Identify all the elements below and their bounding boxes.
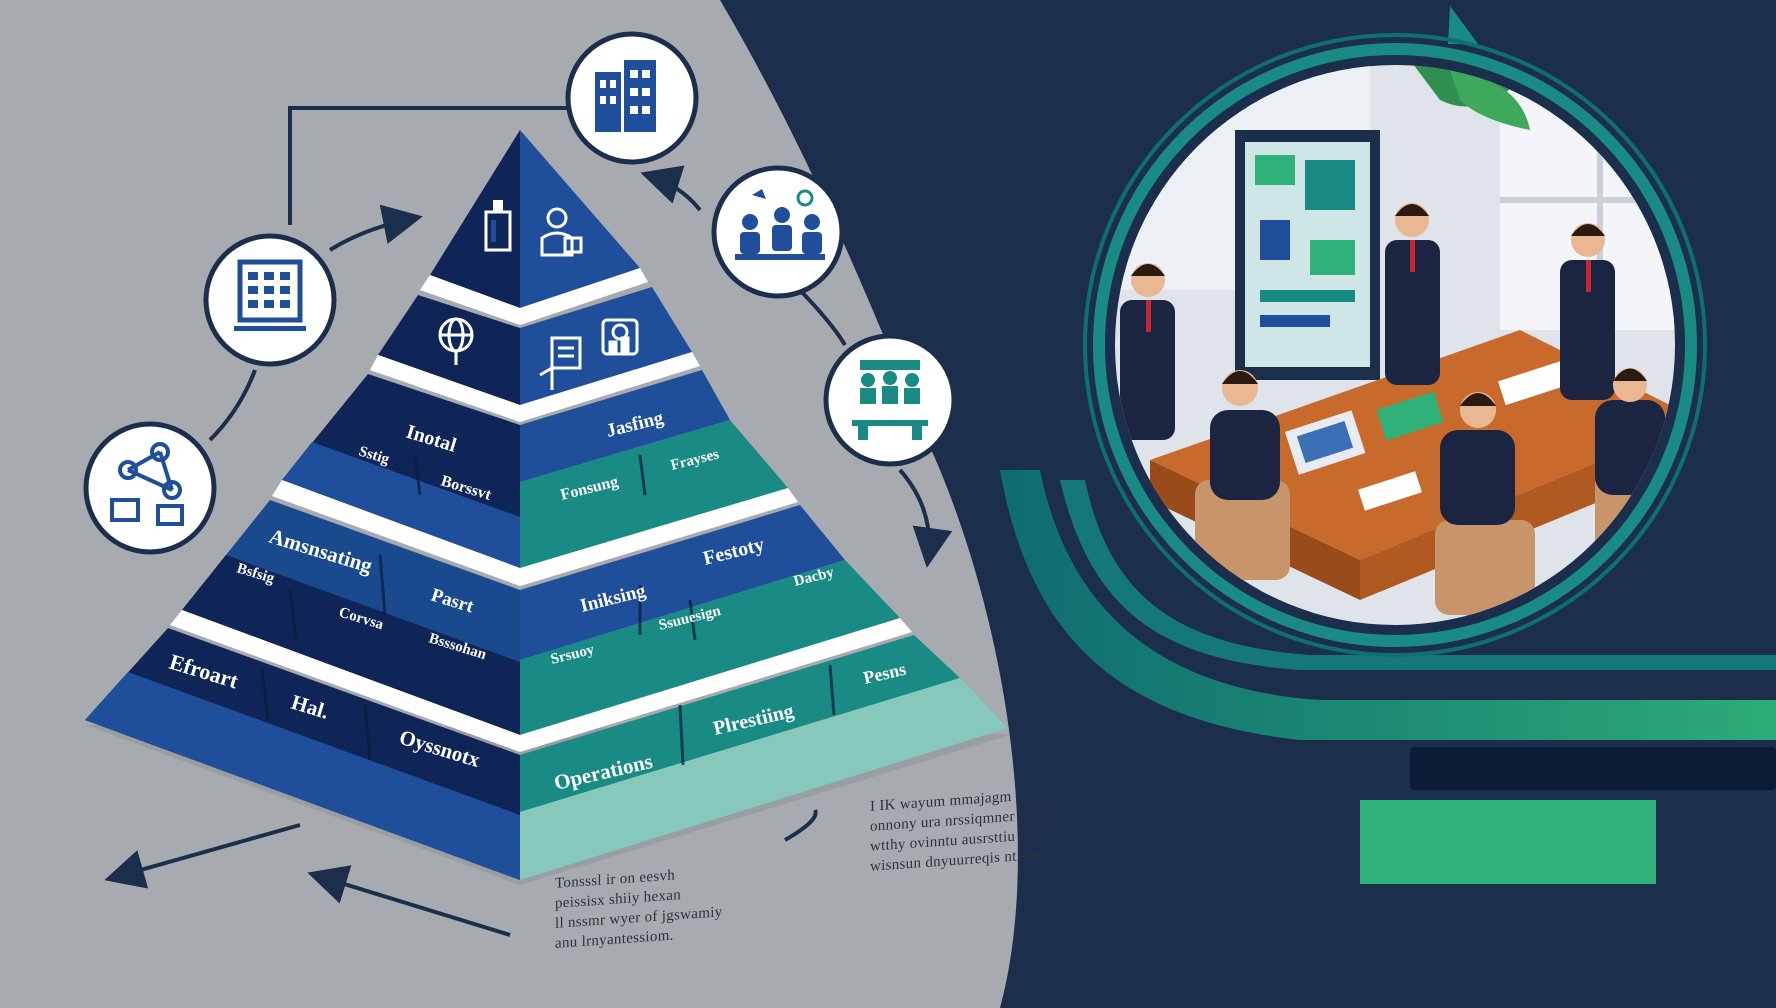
pyramid-tier-5-left-band (85, 672, 520, 880)
pyramid-tier-3-left-band (282, 442, 520, 568)
pyramid-tier-1-left (430, 130, 520, 308)
connector-left (208, 369, 257, 442)
chart-icon (601, 318, 639, 356)
document-icon (539, 336, 582, 390)
scribble-text-right: I IK wayum mmajagm onnony ura nrssiqmner… (870, 783, 1065, 877)
pyramid-tier-1-right (520, 130, 640, 308)
planner-board-icon (203, 233, 337, 367)
pyramid-tier-4-right-band (520, 560, 900, 735)
office-building-icon (565, 31, 699, 165)
teal-swoosh (1000, 470, 1776, 740)
building-icon (484, 200, 512, 252)
team-meeting-icon (711, 165, 845, 299)
top-arrow (1448, 6, 1478, 44)
pyramid-tier-5-right (520, 635, 960, 812)
arrow-bottom-right (784, 809, 818, 842)
arrow-top-left (328, 204, 423, 252)
pyramid-tier-3-right-band (520, 420, 788, 568)
scribble-text-left: Tonsssl ir on eesvh peissisx shiiy hexan… (555, 862, 722, 954)
meeting-circle-ring-outer (1083, 33, 1707, 657)
arrow-top-right (640, 165, 702, 212)
navy-accent-bar (1410, 747, 1776, 790)
pyramid-tier-2-right (520, 287, 692, 405)
pyramid-tier-4-left-band (182, 555, 520, 735)
pyramid-tier-5-right-band (520, 678, 1008, 880)
green-accent-bar (1360, 800, 1656, 884)
network-people-icon (83, 421, 217, 555)
arrow-bottom-left (104, 823, 301, 889)
person-icon (540, 207, 583, 257)
arrow-right-down (898, 468, 953, 568)
globe-icon (438, 317, 474, 365)
arrow-bottom-mid (307, 865, 511, 937)
team-desk-icon (823, 333, 957, 467)
pyramid (85, 130, 1008, 880)
pyramid-tier-3-right (520, 370, 730, 482)
connector-top (288, 106, 570, 225)
pyramid-tier-4-right (520, 505, 845, 660)
meeting-circle-ring (1093, 43, 1697, 647)
